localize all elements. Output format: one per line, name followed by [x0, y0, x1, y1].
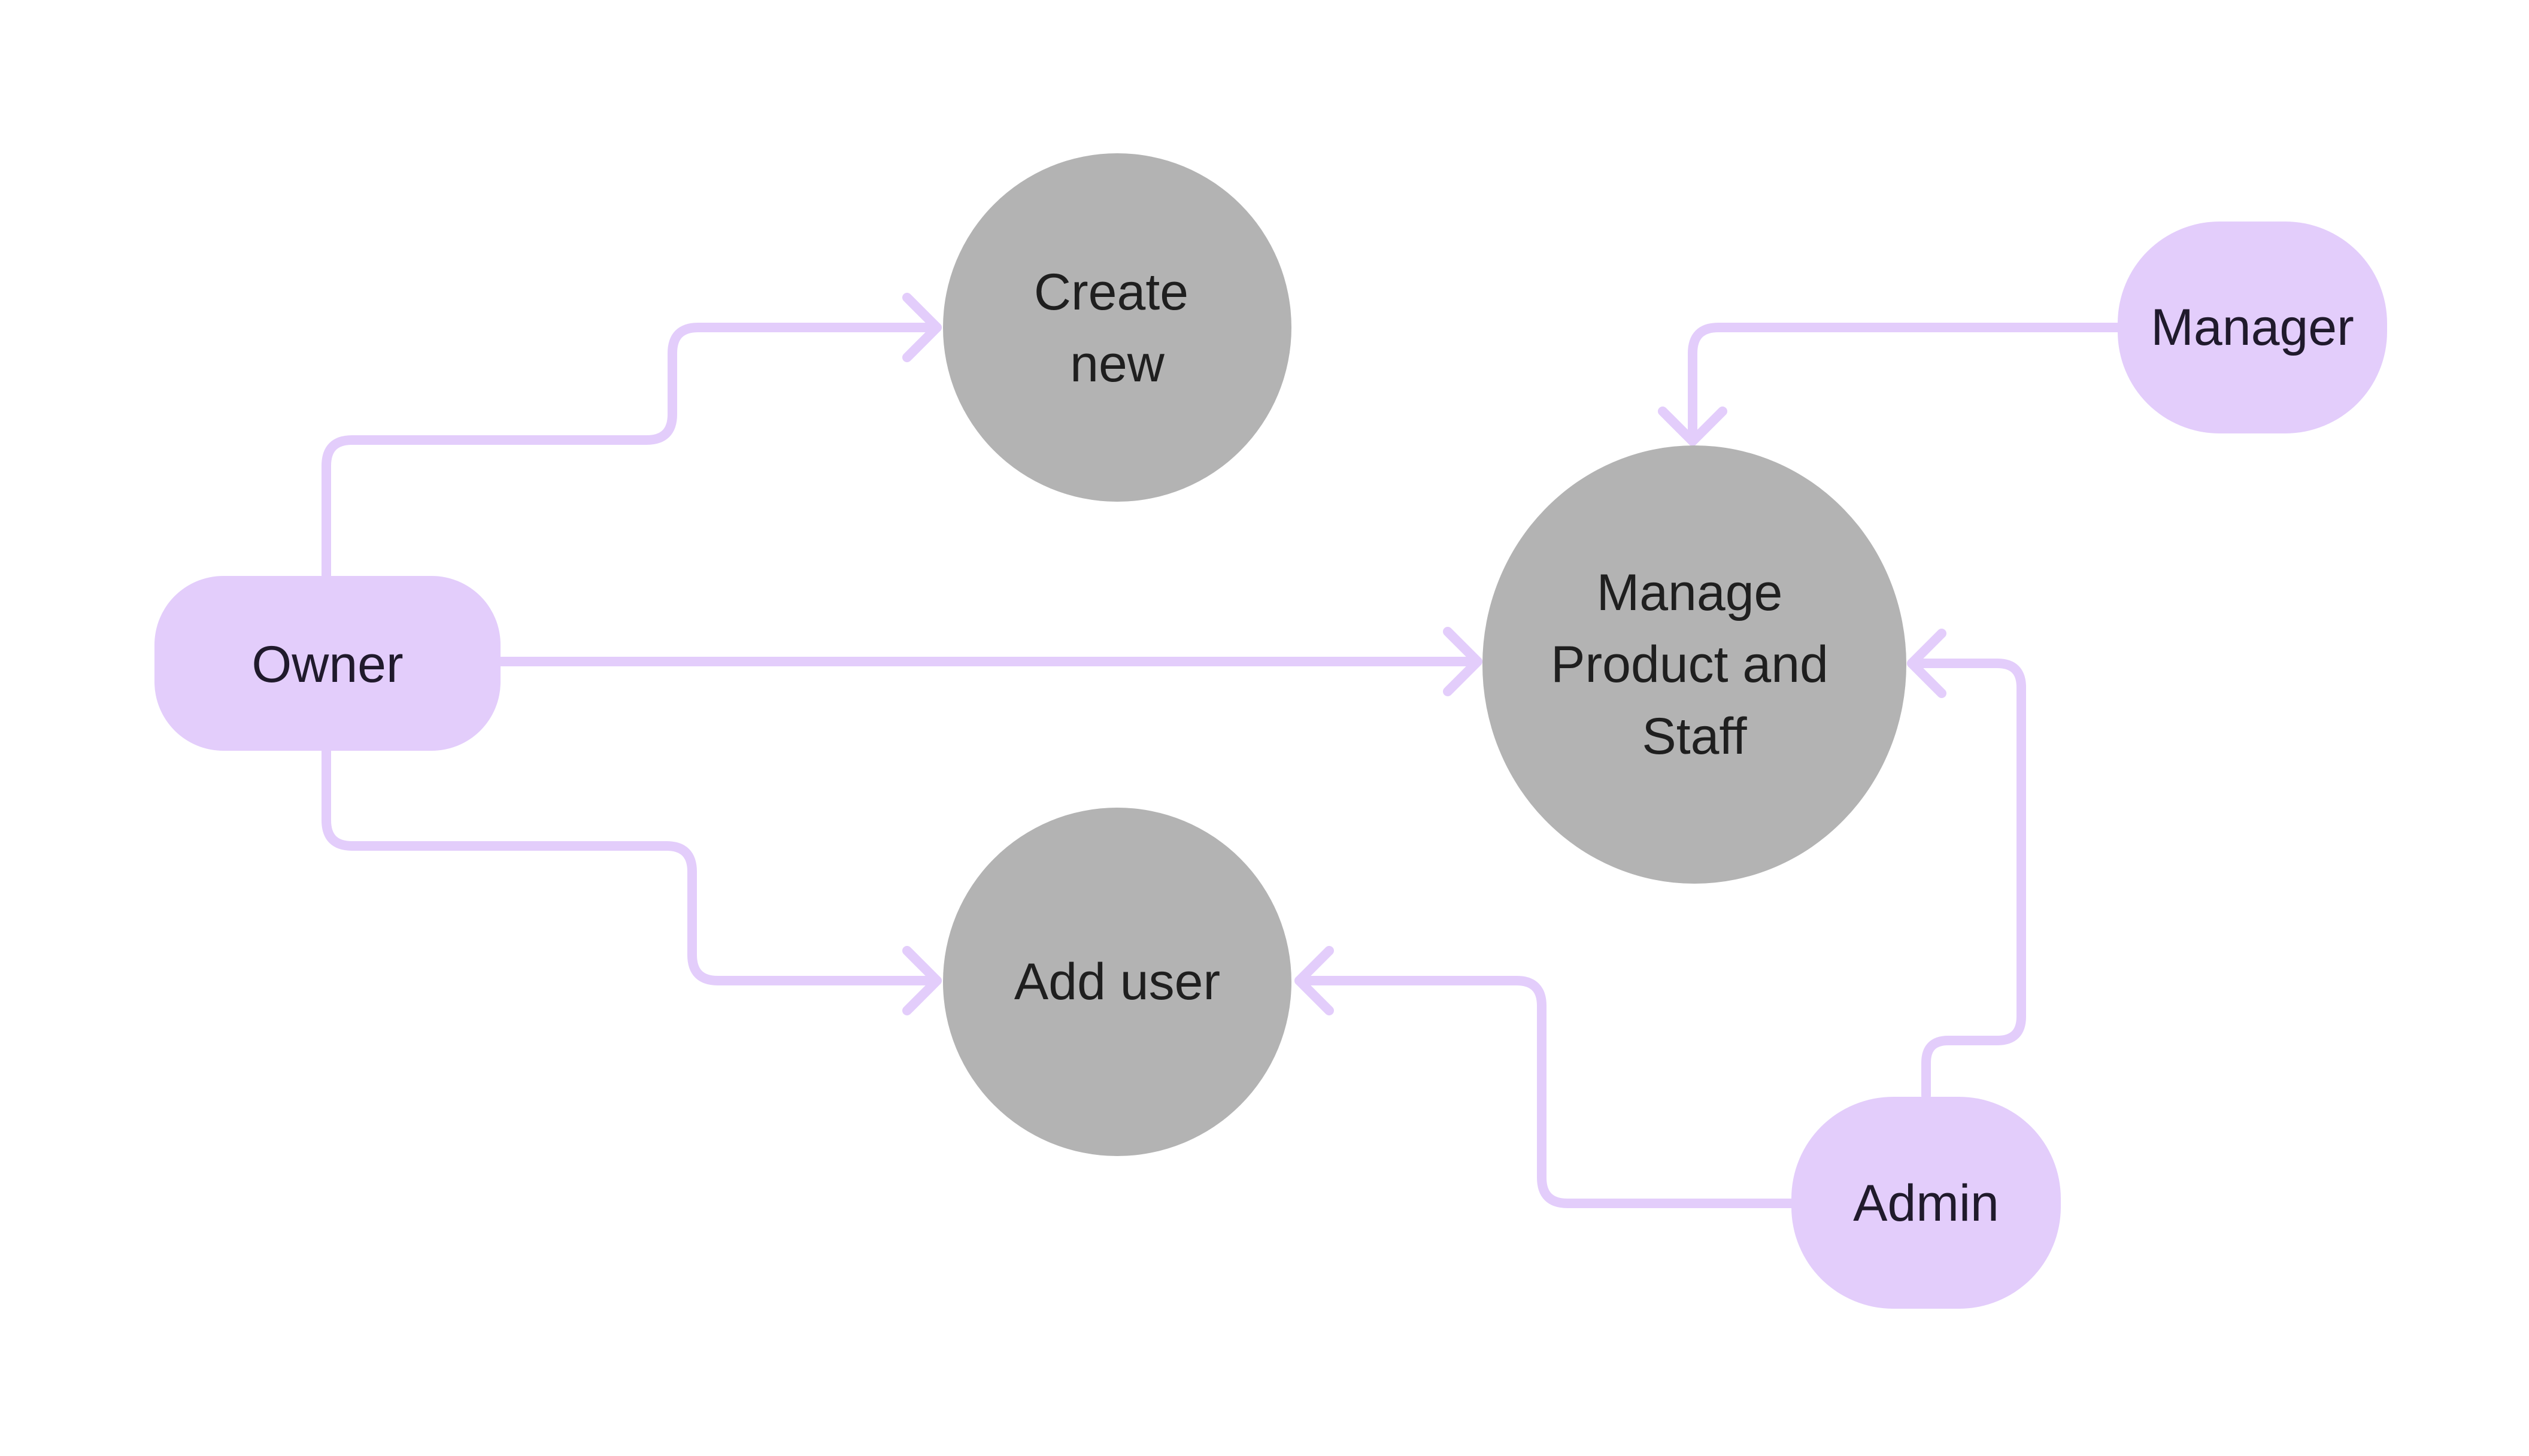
connector-manager-manage [1688, 323, 2122, 446]
actor-manager-label: Manager [2151, 299, 2354, 356]
connector-admin-manage [1907, 659, 2026, 1100]
usecase-manage-line-2: Product and [1551, 636, 1828, 693]
arrowhead-create-new [902, 293, 942, 362]
connector-owner-create-new [322, 323, 942, 580]
connector-admin-add-user [1294, 976, 1796, 1208]
actor-manager[interactable]: Manager [2118, 222, 2387, 433]
arrowhead-manage-from-manager [1658, 407, 1727, 446]
usecase-add-user[interactable]: Add user [943, 808, 1291, 1156]
arrowhead-add-user-from-admin [1294, 946, 1334, 1015]
usecase-manage-line-3: Staff [1642, 708, 1747, 765]
arrowhead-manage-from-admin [1907, 629, 1946, 698]
actor-owner-label: Owner [251, 636, 403, 693]
connectors [322, 293, 2122, 1208]
usecase-create-new-line-2: new [1070, 335, 1165, 393]
connector-owner-add-user [322, 746, 942, 985]
usecase-manage-product-and-staff[interactable]: Manage Product and Staff [1482, 445, 1906, 884]
actor-admin[interactable]: Admin [1791, 1097, 2061, 1309]
actor-admin-label: Admin [1853, 1175, 1999, 1232]
arrowhead-manage-from-owner [1443, 627, 1482, 696]
usecase-manage-line-1: Manage [1597, 564, 1783, 621]
usecase-add-user-label: Add user [1014, 953, 1220, 1011]
usecase-create-new[interactable]: Create new [943, 153, 1291, 502]
usecase-create-new-line-1: Create [1034, 263, 1188, 321]
arrowhead-add-user-from-owner [902, 946, 942, 1015]
actor-owner[interactable]: Owner [154, 576, 501, 751]
